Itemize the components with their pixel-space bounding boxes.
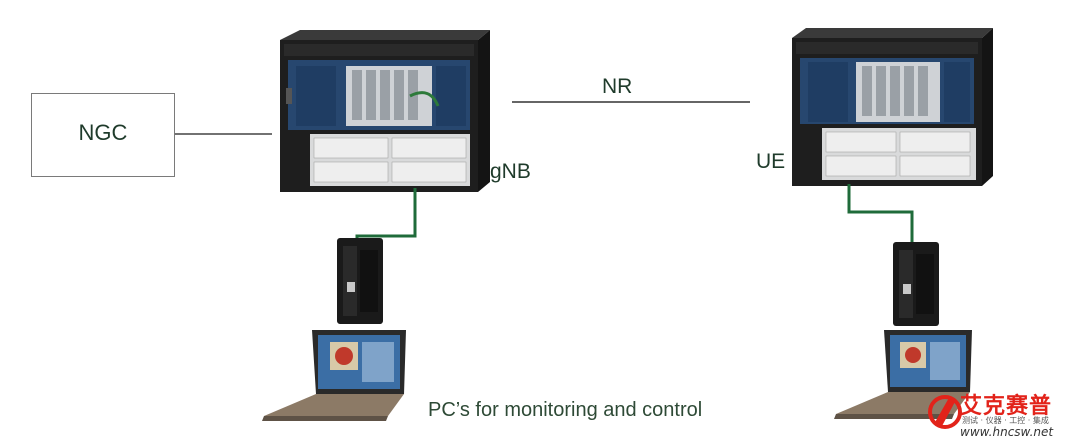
gnb-label: gNB [490, 160, 531, 183]
watermark: 艾克赛普 测试 · 仪器 · 工控 · 集成 www.hncsw.net [930, 388, 1075, 440]
left-laptop [262, 330, 406, 421]
watermark-tagline: 测试 · 仪器 · 工控 · 集成 [962, 416, 1049, 425]
pc-caption: PC’s for monitoring and control [428, 399, 703, 421]
ngc-box [31, 93, 175, 177]
watermark-logo-mark [928, 395, 962, 429]
ue-rack [792, 28, 993, 186]
ue-controller [893, 242, 939, 326]
nr-label: NR [602, 75, 633, 98]
ngc-label: NGC [78, 120, 128, 145]
watermark-brand: 艾克赛普 [960, 394, 1053, 419]
gnb-controller [337, 238, 383, 324]
ue-label: UE [756, 150, 786, 173]
watermark-url: www.hncsw.net [960, 425, 1054, 439]
gnb-rack [280, 30, 490, 192]
